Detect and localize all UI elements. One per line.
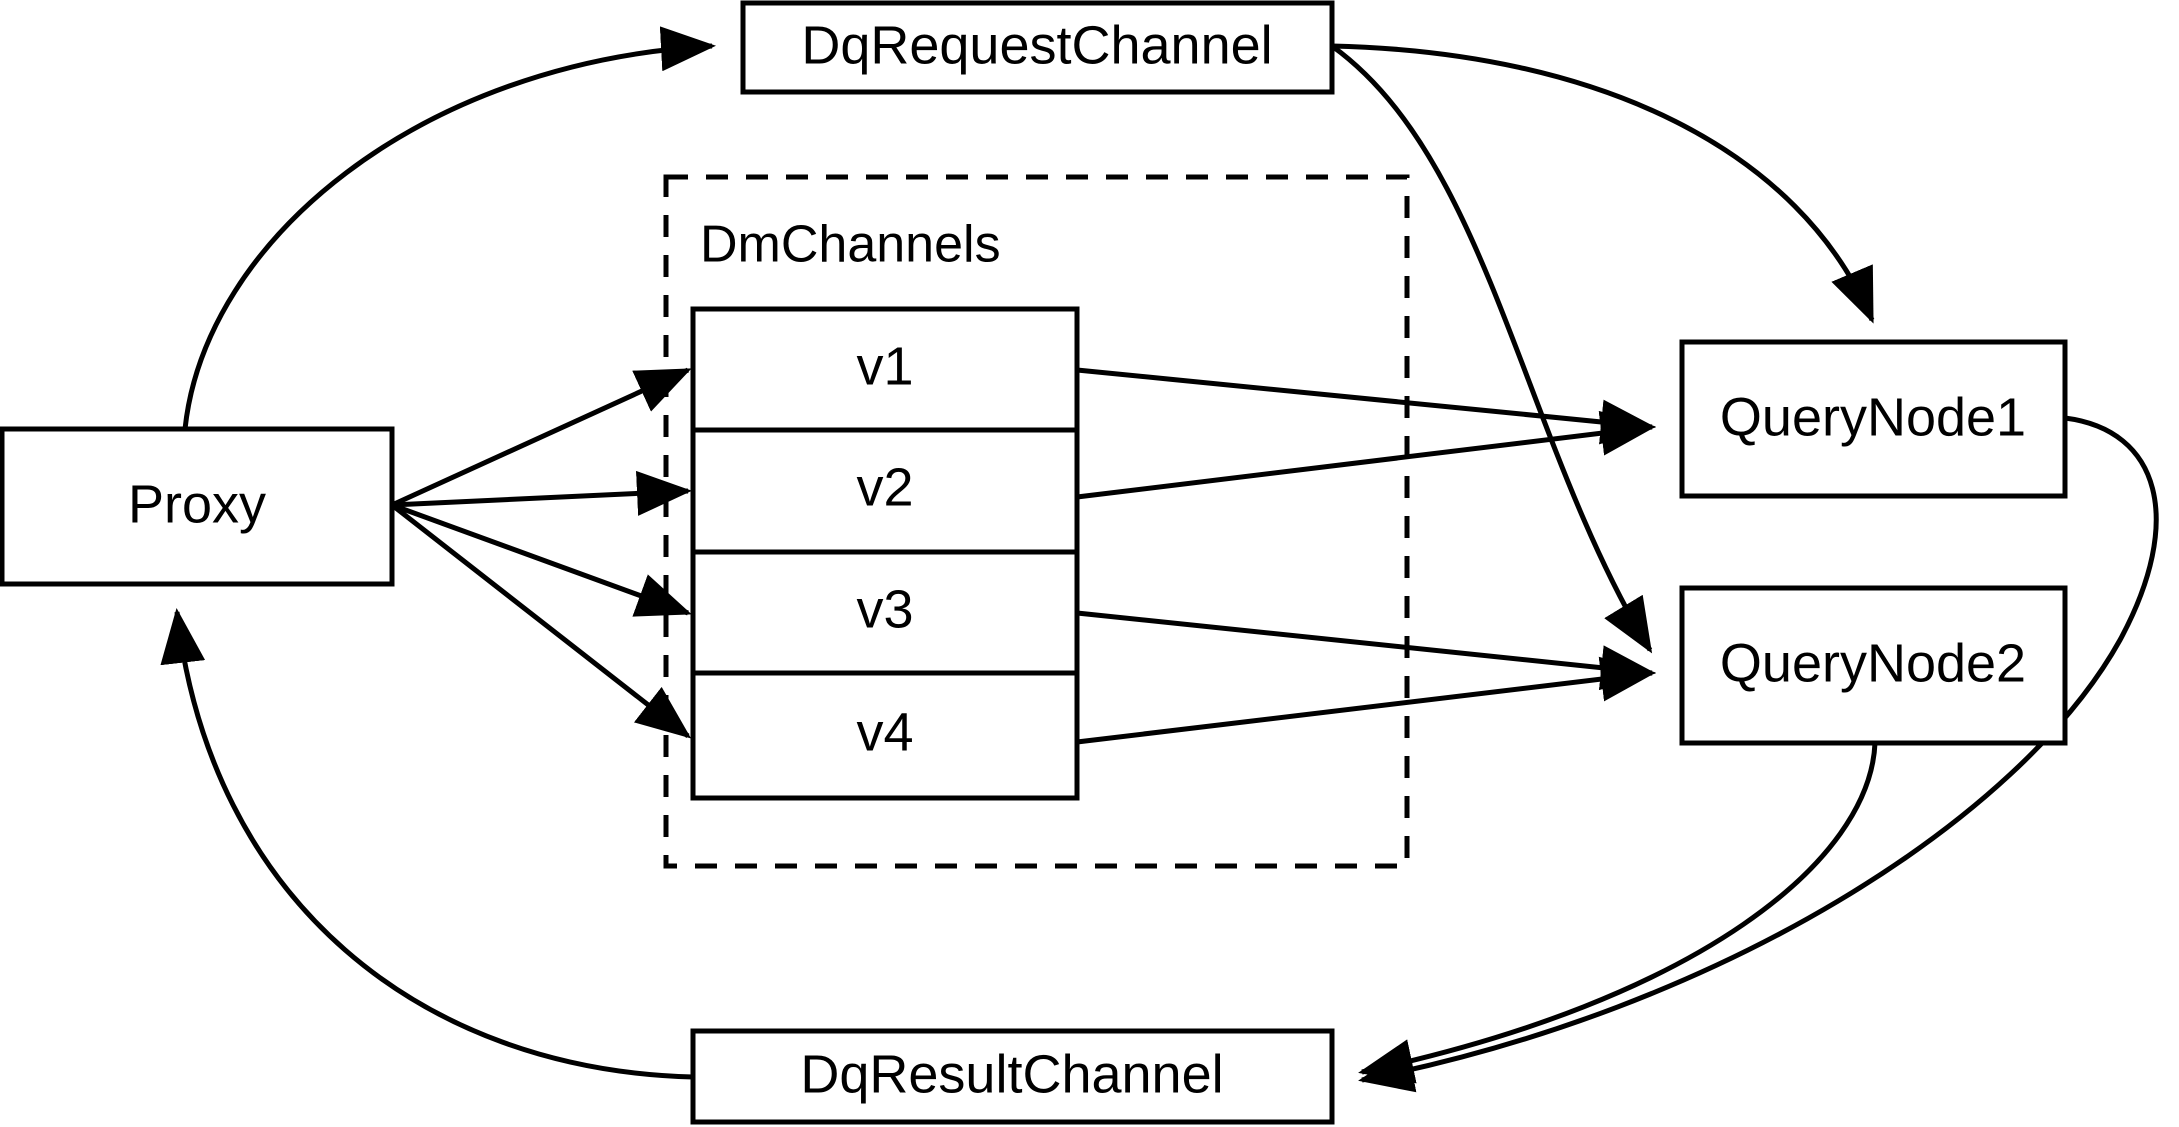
node-query-node-1 (1679, 339, 2068, 499)
dm-channels-label: DmChannels (700, 216, 1001, 274)
node-query-node-2-label: QueryNode2 (1720, 633, 2026, 693)
edge-query-node-1-to-dq-result-channel (1358, 415, 2159, 1093)
node-query-node-1-label: QueryNode1 (1720, 387, 2026, 447)
node-dq-result-channel (690, 1028, 1335, 1125)
edge-proxy-to-v3 (391, 502, 692, 617)
node-proxy (0, 426, 395, 587)
edge-proxy-to-v1 (390, 367, 692, 508)
node-query-node-2 (1679, 585, 2068, 746)
edge-dq-result-channel-to-proxy (160, 608, 694, 1080)
shard-row-v2: v2 (856, 457, 913, 517)
node-dq-request-channel-label: DqRequestChannel (801, 15, 1272, 75)
edge-v2-to-query-node-1 (1076, 410, 1656, 500)
node-proxy-label: Proxy (128, 474, 266, 534)
edge-dq-request-channel-to-query-node-1 (1331, 43, 1875, 324)
node-dq-request-channel (740, 0, 1335, 95)
edge-v3-to-query-node-2 (1076, 610, 1656, 691)
edge-query-node-2-to-dq-result-channel (1358, 742, 1878, 1084)
edge-v1-to-query-node-1 (1076, 367, 1656, 445)
edge-dq-request-channel-to-query-node-2 (1330, 43, 1653, 654)
edge-proxy-to-v2 (391, 470, 692, 516)
node-dq-result-channel-label: DqResultChannel (800, 1044, 1223, 1104)
edge-v4-to-query-node-2 (1076, 656, 1656, 745)
dm-channels-group (663, 174, 1410, 869)
edge-proxy-to-dq-request-channel (182, 26, 716, 430)
shard-row-v3: v3 (856, 579, 913, 639)
shard-row-v1: v1 (856, 336, 913, 396)
edge-proxy-to-v4 (390, 503, 692, 739)
shard-row-v4: v4 (856, 702, 913, 762)
